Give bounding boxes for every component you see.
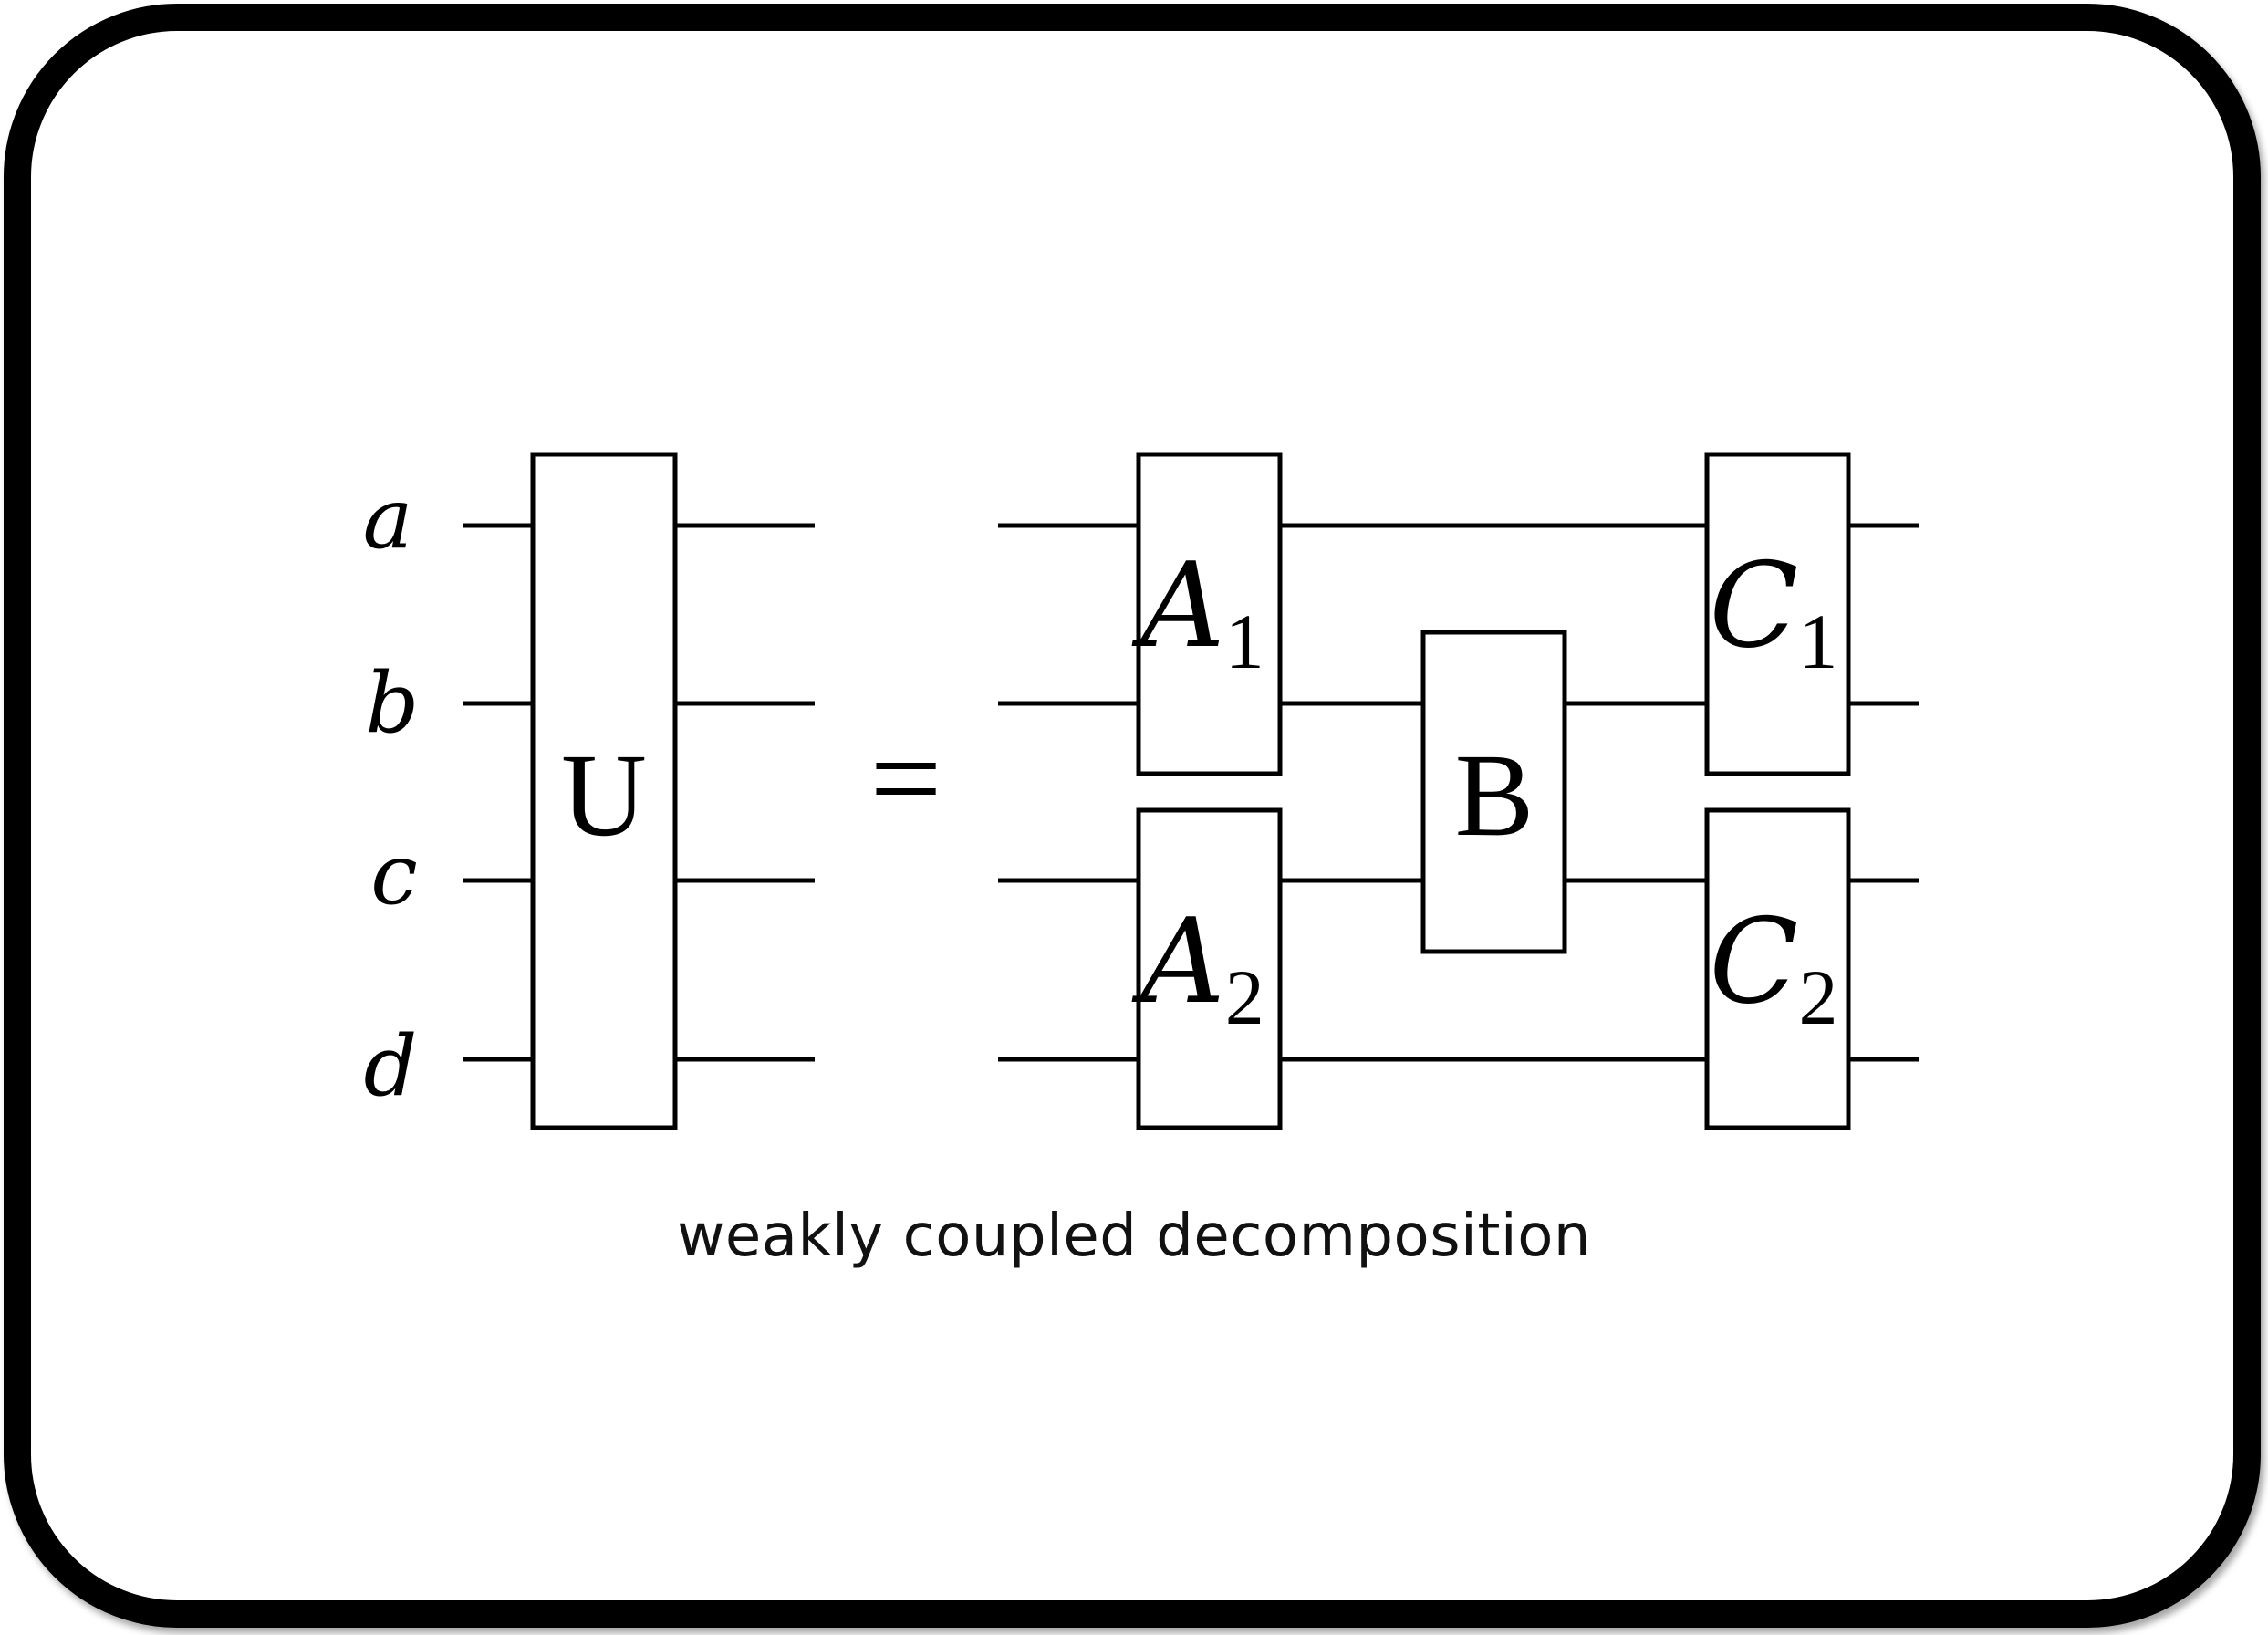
gate-A2-label: A2 <box>1131 894 1264 1041</box>
gate-C1-label: C1 <box>1710 538 1838 685</box>
diagram-caption: weakly coupled decomposition <box>677 1203 1591 1270</box>
gate-A1-box <box>1136 452 1283 776</box>
wire-label-c: c <box>370 826 418 923</box>
gate-A2-sub: 2 <box>1225 953 1264 1041</box>
gate-B-label: B <box>1455 730 1535 861</box>
gate-C2-box <box>1704 807 1851 1130</box>
wire-label-b: b <box>366 654 420 752</box>
wire-label-a: a <box>363 470 413 568</box>
card-frame <box>4 4 2261 1628</box>
gate-U: U <box>530 452 678 1130</box>
gate-C2-label: C2 <box>1710 894 1838 1041</box>
gate-A2-box <box>1136 807 1283 1130</box>
gate-B-box <box>1420 630 1567 954</box>
gate-C1-sub: 1 <box>1798 598 1837 685</box>
gate-B: B <box>1420 630 1567 954</box>
gate-C2-sub: 2 <box>1798 953 1837 1041</box>
gate-C1-base: C <box>1710 538 1799 674</box>
gate-C2: C2 <box>1704 807 1851 1130</box>
gate-A1-base: A <box>1131 538 1224 674</box>
gate-C1-box <box>1704 452 1851 776</box>
gate-A1: A1 <box>1131 452 1283 776</box>
gate-C1: C1 <box>1704 452 1851 776</box>
gate-A1-sub: 1 <box>1225 598 1264 685</box>
gate-U-label: U <box>561 730 647 861</box>
gate-A2-base: A <box>1131 894 1224 1030</box>
wire-label-d: d <box>364 1017 418 1115</box>
gate-A1-label: A1 <box>1131 538 1264 685</box>
gate-U-box <box>530 452 678 1130</box>
gate-C2-base: C <box>1710 894 1799 1030</box>
gate-A2: A2 <box>1131 807 1283 1130</box>
equals-sign: = <box>870 708 942 849</box>
